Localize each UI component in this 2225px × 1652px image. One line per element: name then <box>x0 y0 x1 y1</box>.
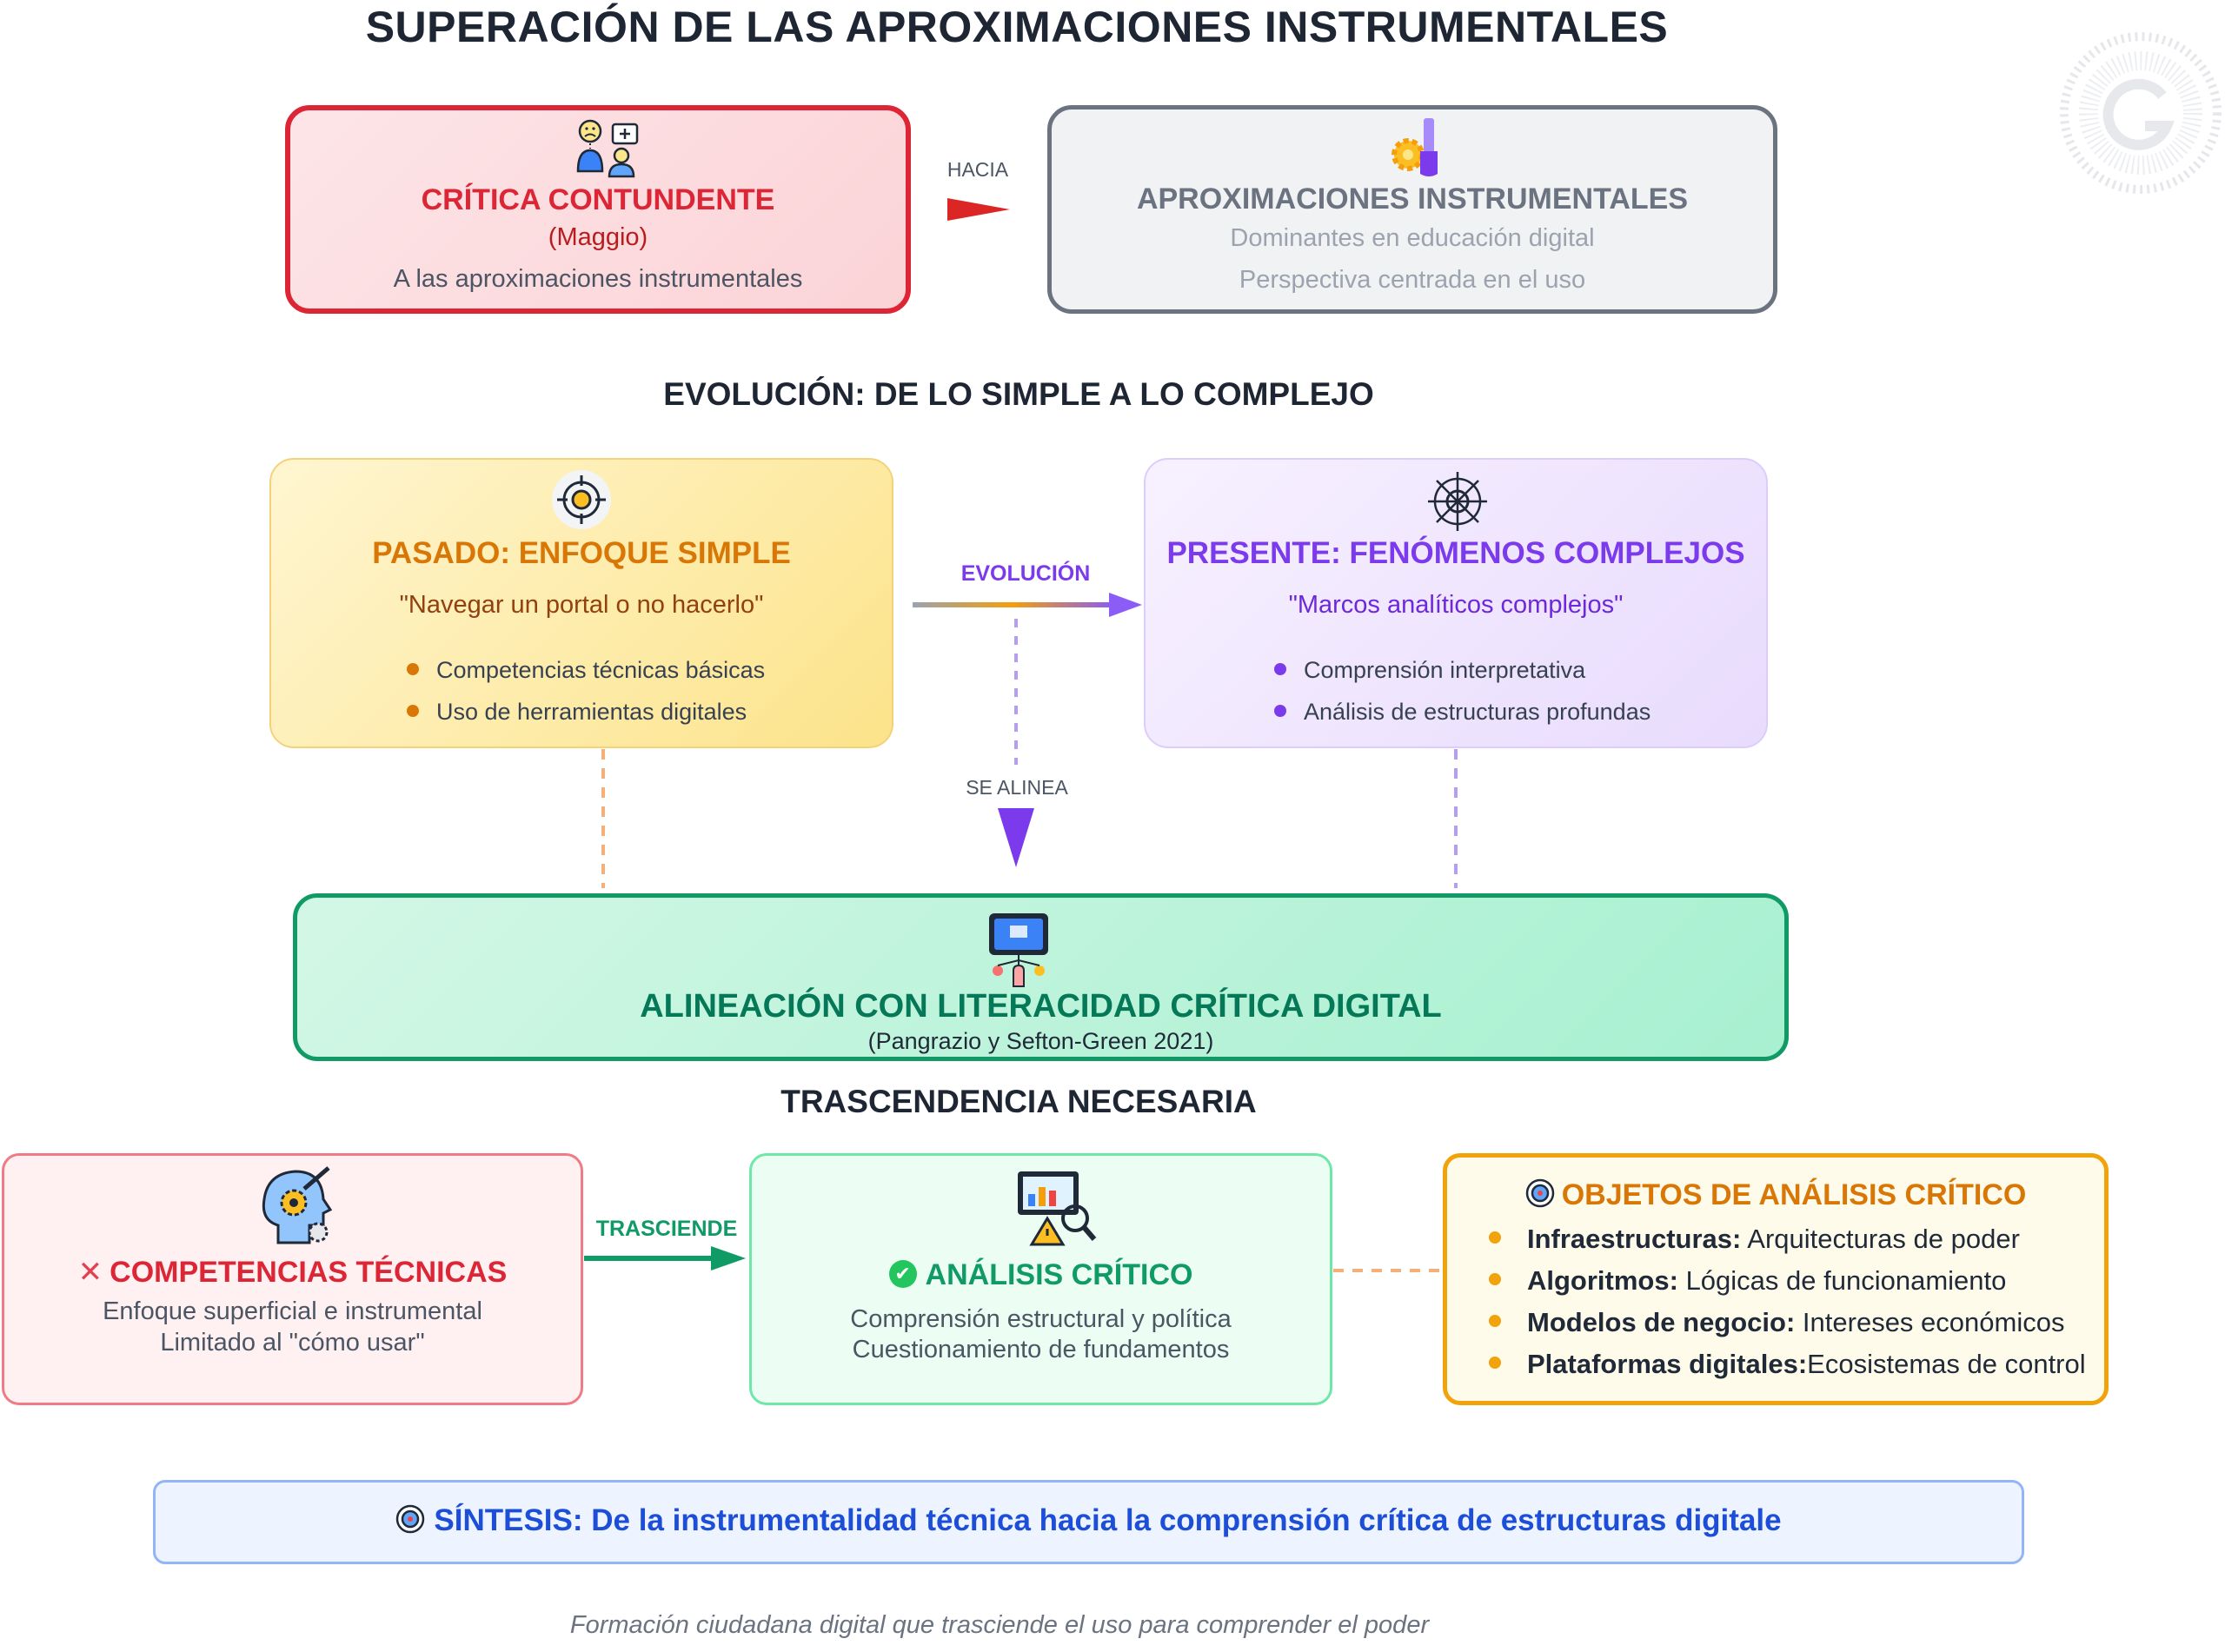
bullseye-icon <box>1525 1178 1554 1208</box>
object-item: Plataformas digitales:Ecosistemas de con… <box>1489 1343 2086 1385</box>
critique-card: CRÍTICA CONTUNDENTE (Maggio) A las aprox… <box>285 105 911 314</box>
past-item-label: Competencias técnicas básicas <box>436 657 766 683</box>
instrumental-line2: Perspectiva centrada en el uso <box>1239 266 1586 294</box>
objects-title-label: OBJETOS DE ANÁLISIS CRÍTICO <box>1561 1178 2027 1211</box>
critique-subtitle: A las aproximaciones instrumentales <box>393 265 803 293</box>
present-quote: "Marcos analíticos complejos" <box>1288 591 1624 619</box>
object-desc: Intereses económicos <box>1802 1307 2065 1337</box>
tools-icon <box>1391 118 1438 176</box>
hacia-arrow <box>947 198 1010 221</box>
align-down-arrow <box>998 808 1034 867</box>
page-title: SUPERACIÓN DE LAS APROXIMACIONES INSTRUM… <box>365 3 1669 51</box>
align-down-label: SE ALINEA <box>966 776 1068 799</box>
object-desc: Lógicas de funcionamiento <box>1685 1265 2007 1296</box>
objects-title: OBJETOS DE ANÁLISIS CRÍTICO <box>1447 1178 2104 1212</box>
critique-title: CRÍTICA CONTUNDENTE <box>421 183 775 216</box>
watermark-logo-icon <box>2060 32 2222 194</box>
present-item: Análisis de estructuras profundas <box>1274 691 1650 733</box>
object-term: Plataformas digitales: <box>1527 1349 1808 1379</box>
evolution-arrow <box>913 593 1142 617</box>
analysis-title-label: ANÁLISIS CRÍTICO <box>925 1258 1193 1291</box>
analysis-card: ✔ ANÁLISIS CRÍTICO Comprensión estructura… <box>749 1153 1332 1405</box>
bullet-dot <box>1489 1272 1501 1285</box>
alignment-card: ALINEACIÓN CON LITERACIDAD CRÍTICA DIGIT… <box>293 893 1789 1061</box>
x-mark-icon: ✕ <box>77 1256 103 1289</box>
present-item: Comprensión interpretativa <box>1274 649 1650 691</box>
network-icon <box>1428 472 1487 531</box>
object-term: Infraestructuras: <box>1527 1224 1742 1254</box>
synthesis-card: SÍNTESIS: De la instrumentalidad técnica… <box>153 1480 2024 1564</box>
instrumental-title: APROXIMACIONES INSTRUMENTALES <box>1136 182 1689 216</box>
object-item: Infraestructuras: Arquitecturas de poder <box>1489 1218 2020 1260</box>
transcends-label: TRASCIENDE <box>595 1217 738 1241</box>
evolution-arrow-label: EVOLUCIÓN <box>960 561 1091 586</box>
bullet-dot <box>407 705 419 717</box>
instrumental-card: APROXIMACIONES INSTRUMENTALES Dominantes… <box>1047 105 1777 314</box>
synthesis-label: SÍNTESIS: De la instrumentalidad técnica… <box>434 1503 1782 1537</box>
bullet-dot <box>1489 1356 1501 1369</box>
check-circle-icon: ✔ <box>888 1260 917 1289</box>
tech-line2: Limitado al "cómo usar" <box>160 1329 425 1357</box>
present-item-label: Análisis de estructuras profundas <box>1304 699 1651 725</box>
object-term: Modelos de negocio: <box>1527 1307 1796 1337</box>
bullet-dot <box>1274 705 1286 717</box>
bullet-dot <box>1274 663 1286 675</box>
critique-author: (Maggio) <box>548 223 648 251</box>
footer-caption: Formación ciudadana digital que trascien… <box>569 1611 1430 1639</box>
tech-title: ✕COMPETENCIAS TÉCNICAS <box>4 1255 581 1290</box>
bullet-dot <box>407 663 419 675</box>
past-item: Competencias técnicas básicas <box>407 649 765 691</box>
instrumental-line1: Dominantes en educación digital <box>1230 224 1595 252</box>
present-card: PRESENTE: FENÓMENOS COMPLEJOS "Marcos an… <box>1144 458 1768 748</box>
alignment-title: ALINEACIÓN CON LITERACIDAD CRÍTICA DIGIT… <box>640 988 1442 1025</box>
object-desc: Arquitecturas de poder <box>1747 1224 2020 1254</box>
synthesis-text: SÍNTESIS: De la instrumentalidad técnica… <box>156 1503 2022 1538</box>
bullseye-icon <box>396 1504 425 1533</box>
object-item: Modelos de negocio: Intereses económicos <box>1489 1302 2064 1343</box>
critique-people-icon <box>576 119 639 178</box>
transcendence-heading: TRASCENDENCIA NECESARIA <box>780 1084 1257 1119</box>
tech-card: ✕COMPETENCIAS TÉCNICAS Enfoque superfici… <box>2 1153 583 1405</box>
analysis-line2: Cuestionamiento de fundamentos <box>852 1336 1230 1363</box>
alignment-citation: (Pangrazio y Sefton-Green 2021) <box>867 1028 1214 1054</box>
hacia-label: HACIA <box>946 158 1009 181</box>
past-quote: "Navegar un portal o no hacerlo" <box>399 591 764 619</box>
analysis-title: ✔ ANÁLISIS CRÍTICO <box>752 1258 1330 1292</box>
past-item: Uso de herramientas digitales <box>407 691 765 733</box>
objects-card: OBJETOS DE ANÁLISIS CRÍTICO Infraestruct… <box>1443 1153 2109 1405</box>
present-item-label: Comprensión interpretativa <box>1304 657 1586 683</box>
evolution-heading: EVOLUCIÓN: DE LO SIMPLE A LO COMPLEJO <box>663 376 1374 412</box>
past-item-label: Uso de herramientas digitales <box>436 699 747 725</box>
tablet-touch-icon <box>989 913 1048 987</box>
past-title: PASADO: ENFOQUE SIMPLE <box>372 536 791 570</box>
past-card: PASADO: ENFOQUE SIMPLE "Navegar un porta… <box>269 458 893 748</box>
analysis-line1: Comprensión estructural y política <box>850 1305 1232 1333</box>
object-desc: Ecosistemas de control <box>1807 1349 2086 1379</box>
tech-title-label: COMPETENCIAS TÉCNICAS <box>110 1256 508 1289</box>
tech-line1: Enfoque superficial e instrumental <box>103 1297 482 1325</box>
bullet-dot <box>1489 1314 1501 1327</box>
bullet-dot <box>1489 1231 1501 1244</box>
transcends-arrow <box>584 1246 746 1271</box>
object-item: Algoritmos: Lógicas de funcionamiento <box>1489 1260 2006 1302</box>
present-title: PRESENTE: FENÓMENOS COMPLEJOS <box>1166 536 1745 570</box>
object-term: Algoritmos: <box>1527 1265 1678 1296</box>
target-icon <box>552 470 611 529</box>
head-gears-icon <box>262 1166 333 1244</box>
analytics-warning-icon <box>1018 1171 1097 1246</box>
